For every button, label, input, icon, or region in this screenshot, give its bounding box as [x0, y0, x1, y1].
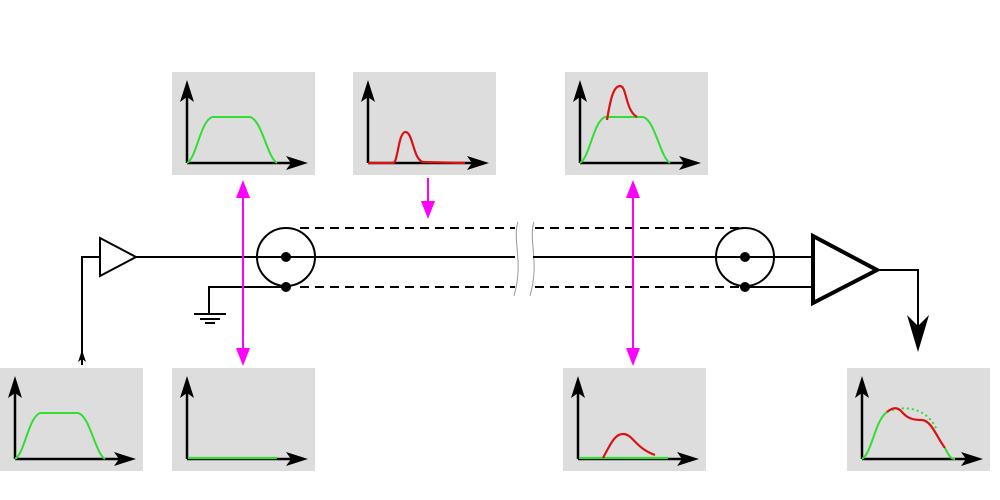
plot-panel-source-top	[170, 70, 317, 177]
green-signal-curve	[579, 116, 671, 164]
ground-wire	[208, 286, 286, 313]
plot-panel-interference	[351, 70, 498, 177]
red-output-curve	[886, 407, 946, 449]
input-wire	[81, 256, 100, 365]
green-signal-curve	[186, 116, 278, 164]
output-wire	[877, 269, 919, 335]
output-arrowhead	[907, 315, 929, 352]
green-signal-curve	[14, 412, 106, 460]
plot-panel-return-bottom	[170, 366, 317, 473]
differential-amplifier-icon	[811, 232, 882, 307]
amplifier-icon	[99, 236, 139, 278]
red-noise-curve	[368, 130, 466, 165]
cable-shield	[300, 227, 740, 288]
ground-icon	[194, 313, 226, 324]
red-noise-curve	[605, 84, 638, 121]
red-noise-curve	[602, 432, 656, 459]
cable-break-icon	[513, 221, 535, 297]
input-arrowhead	[78, 350, 86, 362]
connector-dots	[281, 252, 750, 292]
plot-panel-input	[0, 366, 145, 473]
green-signal-tail	[944, 447, 956, 460]
plot-panel-output	[845, 366, 992, 473]
green-signal-curve	[861, 411, 888, 460]
circuit	[78, 221, 929, 365]
probe-arrows	[236, 178, 640, 366]
plot-panel-noise-bottom	[561, 366, 708, 473]
plot-panel-combined-top	[563, 70, 710, 177]
